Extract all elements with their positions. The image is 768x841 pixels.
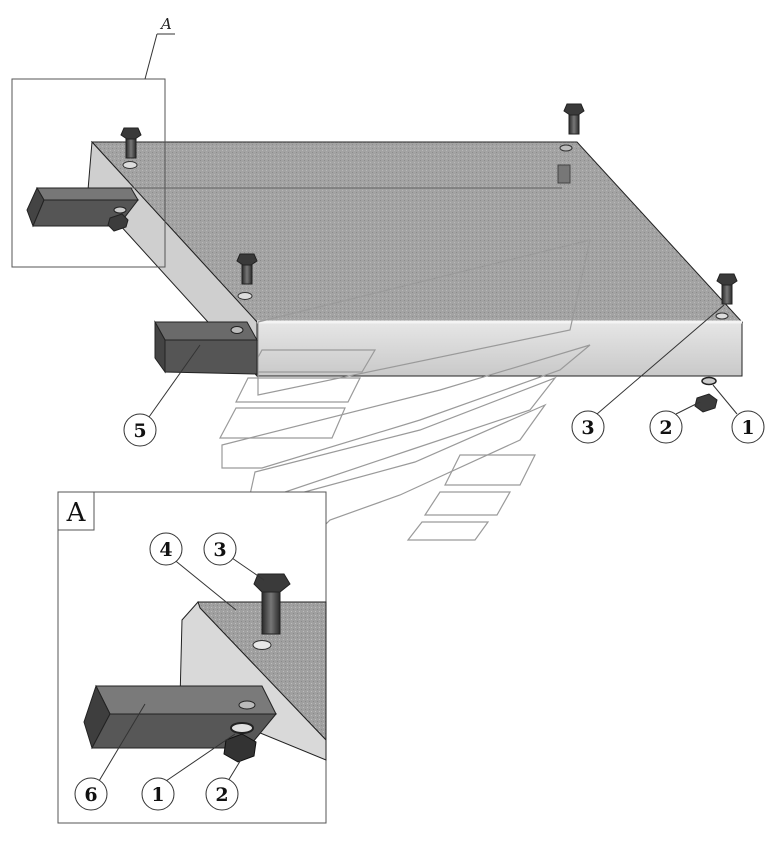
detail-callout-2: 2 xyxy=(205,777,239,811)
detail-callout-3-text: 3 xyxy=(213,539,226,561)
detail-callout-6-text: 6 xyxy=(84,784,97,806)
detail-leader-lines xyxy=(98,557,265,782)
callout-2: 2 xyxy=(649,410,683,444)
bracket-part-5 xyxy=(154,320,258,375)
detail-plate-flange xyxy=(179,601,327,761)
detail-callout-2-text: 2 xyxy=(215,784,228,806)
callout-5-text: 5 xyxy=(133,420,146,442)
nut-part-2 xyxy=(694,393,718,413)
detail-callout-1: 1 xyxy=(141,777,175,811)
bolt-front-left xyxy=(236,253,258,300)
detail-view-a: A 4 xyxy=(57,491,327,824)
bolt-rear-right xyxy=(557,103,585,184)
detail-bracket-6 xyxy=(83,684,278,750)
detail-view-title: A xyxy=(66,498,87,528)
bolt-front-right xyxy=(715,273,738,320)
detail-callout-6: 6 xyxy=(74,777,108,811)
plate-front-face xyxy=(256,321,743,377)
callout-3: 3 xyxy=(571,410,605,444)
leader-lines xyxy=(148,304,738,418)
callout-1: 1 xyxy=(731,410,765,444)
detail-callout-1-text: 1 xyxy=(151,784,164,806)
detail-reference-frame: A xyxy=(11,15,175,268)
callout-1-text: 1 xyxy=(741,417,754,439)
detail-nut xyxy=(223,733,257,763)
detail-washer xyxy=(230,722,254,734)
callout-3-text: 3 xyxy=(581,417,594,439)
detail-ref-label: A xyxy=(159,15,172,33)
detail-callout-3: 3 xyxy=(203,532,237,566)
callout-2-text: 2 xyxy=(659,417,672,439)
detail-callout-4-text: 4 xyxy=(159,539,172,561)
bolt-rear-left xyxy=(120,127,142,169)
callout-5: 5 xyxy=(123,413,157,447)
detail-callout-4: 4 xyxy=(149,532,183,566)
washer-part-1 xyxy=(701,376,717,386)
detail-bolt xyxy=(253,573,291,635)
